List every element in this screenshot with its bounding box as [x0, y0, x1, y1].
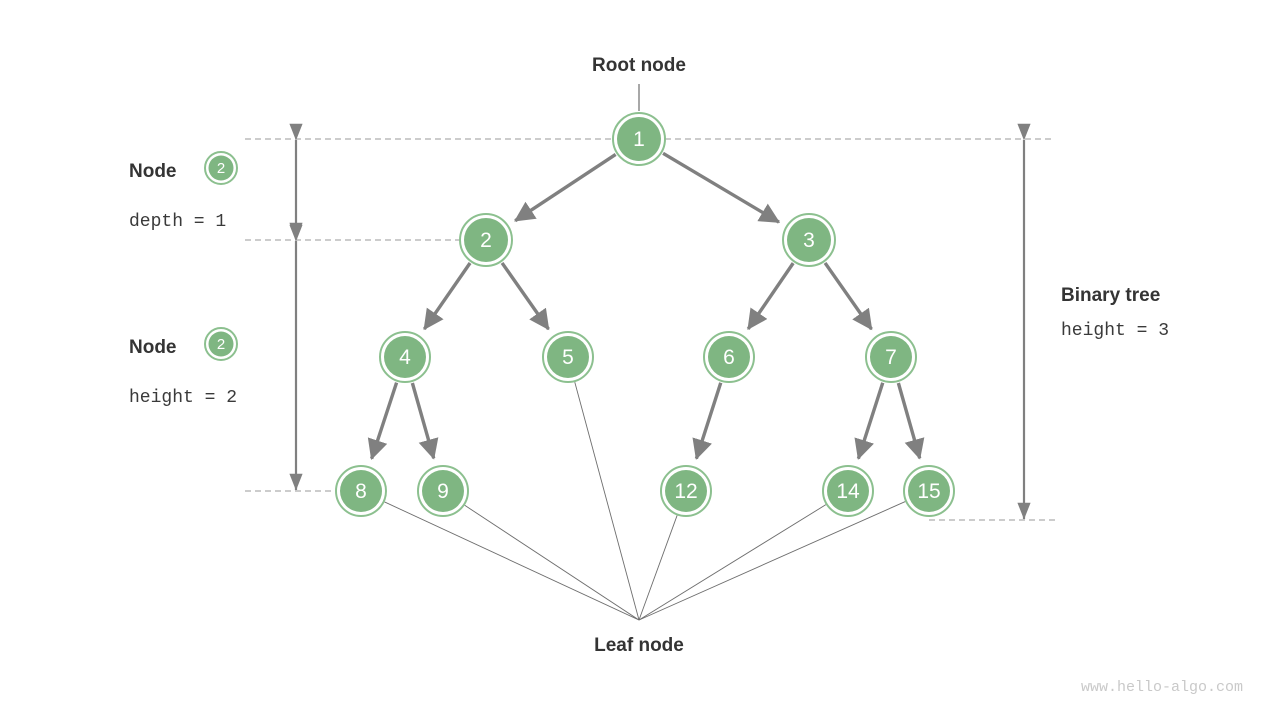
watermark: www.hello-algo.com — [1081, 679, 1243, 696]
root-node-callout: Root node — [592, 55, 686, 111]
tree-node-7[interactable]: 7 — [865, 331, 917, 383]
node-value: 3 — [803, 229, 815, 252]
tree-edge-n4-n9 — [410, 382, 439, 460]
tree-edges-group — [367, 151, 925, 460]
node-value: 9 — [437, 480, 449, 503]
tree-node-14[interactable]: 14 — [822, 465, 874, 517]
node-value: 14 — [836, 480, 860, 503]
node-disc — [787, 218, 831, 262]
tree-edge-n2-n4 — [422, 262, 472, 331]
node-value: 6 — [723, 346, 735, 369]
node-depth-label: Node — [129, 161, 177, 182]
root-node-label: Root node — [592, 55, 686, 76]
node-disc — [617, 117, 661, 161]
measure-arrows-group — [289, 123, 1031, 520]
tree-height-label: Binary tree — [1061, 285, 1160, 306]
tree-node-12[interactable]: 12 — [660, 465, 712, 517]
annotation-node-height: Node 2 height = 2 — [129, 327, 238, 408]
node-disc — [827, 470, 869, 512]
leaf-leader-line — [384, 501, 640, 621]
tree-node-6[interactable]: 6 — [703, 331, 755, 383]
node-depth-badge-ring — [204, 151, 238, 185]
tree-edge-n7-n15 — [896, 382, 925, 460]
leaf-leader-lines-group — [384, 381, 906, 621]
node-value: 7 — [885, 346, 897, 369]
node-value: 4 — [399, 346, 411, 369]
node-disc — [708, 336, 750, 378]
node-value: 8 — [355, 480, 367, 503]
annotation-node-depth: Node 2 depth = 1 — [129, 151, 238, 232]
tree-edge-n4-n8 — [367, 382, 399, 460]
node-disc — [870, 336, 912, 378]
leaf-node-label: Leaf node — [594, 635, 684, 656]
leaf-leader-line — [638, 501, 906, 621]
tree-node-1[interactable]: 1 — [612, 112, 666, 166]
node-depth-badge-fill — [208, 155, 234, 181]
node-disc — [908, 470, 950, 512]
tree-edge-n3-n7 — [823, 261, 873, 331]
node-height-badge-ring — [204, 327, 238, 361]
node-depth-badge-value: 2 — [217, 160, 225, 177]
node-value: 5 — [562, 346, 574, 369]
annotation-tree-height: Binary tree height = 3 — [1061, 285, 1169, 341]
guide-lines-group — [245, 138, 1055, 521]
node-value: 12 — [674, 480, 697, 503]
node-value: 15 — [917, 480, 940, 503]
tree-node-9[interactable]: 9 — [417, 465, 469, 517]
node-value: 1 — [633, 128, 645, 151]
leaf-leader-line — [464, 504, 640, 621]
tree-edge-n6-n12 — [692, 382, 723, 460]
leaf-leader-line — [638, 504, 827, 621]
node-disc — [340, 470, 382, 512]
tree-node-8[interactable]: 8 — [335, 465, 387, 517]
tree-node-3[interactable]: 3 — [782, 213, 836, 267]
node-disc — [384, 336, 426, 378]
tree-node-4[interactable]: 4 — [379, 331, 431, 383]
tree-edge-n1-n2 — [514, 153, 617, 223]
node-value: 2 — [480, 229, 492, 252]
tree-edge-n1-n3 — [662, 151, 781, 224]
node-disc — [547, 336, 589, 378]
node-disc — [464, 218, 508, 262]
node-height-badge-fill — [208, 331, 234, 357]
tree-height-detail: height = 3 — [1061, 321, 1169, 341]
leaf-leader-line — [574, 381, 640, 621]
node-disc — [422, 470, 464, 512]
node-depth-detail: depth = 1 — [129, 212, 226, 232]
node-height-badge-value: 2 — [217, 336, 225, 353]
tree-edge-n2-n5 — [500, 261, 550, 331]
node-disc — [665, 470, 707, 512]
tree-node-2[interactable]: 2 — [459, 213, 513, 267]
tree-node-5[interactable]: 5 — [542, 331, 594, 383]
tree-edge-n3-n6 — [746, 262, 795, 331]
tree-node-15[interactable]: 15 — [903, 465, 955, 517]
node-height-detail: height = 2 — [129, 388, 237, 408]
leaf-leader-line — [638, 515, 678, 621]
tree-edge-n7-n14 — [854, 382, 885, 460]
node-height-label: Node — [129, 337, 177, 358]
